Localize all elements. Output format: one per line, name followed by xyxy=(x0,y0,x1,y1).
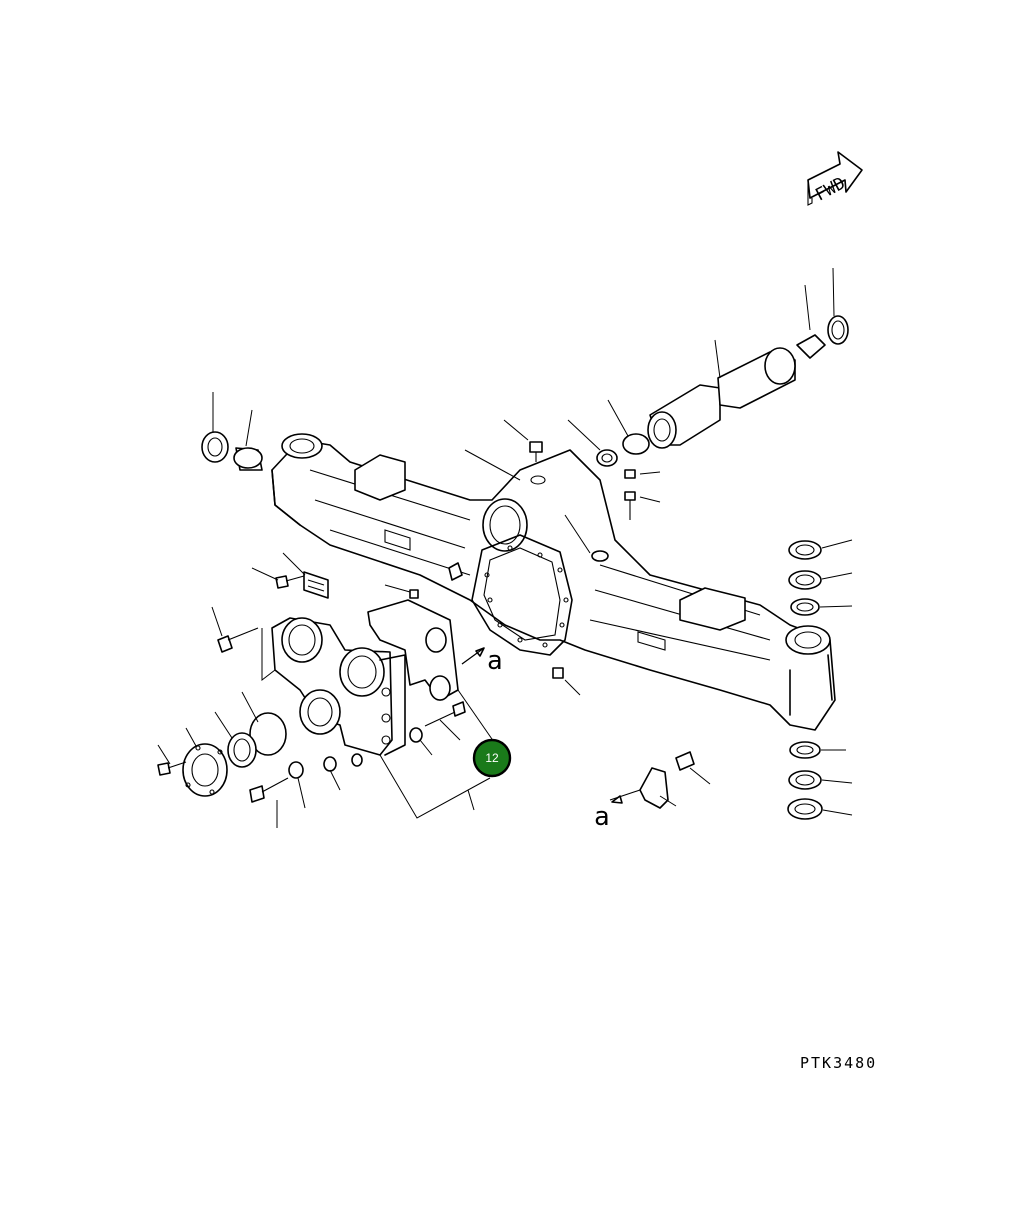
fwd-arrow-icon: FWD xyxy=(807,151,863,206)
view-ref-label-upper: a xyxy=(487,646,503,676)
bushing-pair xyxy=(201,431,263,471)
drawing-code: PTK3480 xyxy=(800,1054,877,1072)
axle-housing xyxy=(271,433,836,731)
flange-seal-set xyxy=(182,712,287,797)
view-ref-label-lower: a xyxy=(594,802,610,832)
callout-number[interactable]: 12 xyxy=(485,751,499,765)
washer-stack xyxy=(787,540,823,820)
callout-badge-circle[interactable] xyxy=(472,738,512,778)
callout-badge-12[interactable]: 12 xyxy=(472,738,512,778)
fwd-label: FWD xyxy=(812,174,849,206)
housing-bolts xyxy=(409,441,636,679)
clip-part xyxy=(609,767,669,809)
bolts-nuts xyxy=(157,571,695,803)
support-bracket-assembly xyxy=(271,599,459,756)
view-ref-a-lower: a xyxy=(594,795,623,832)
view-ref-a-upper: a xyxy=(461,646,503,676)
leader-lines xyxy=(157,267,853,828)
center-pin-assembly xyxy=(596,315,849,467)
